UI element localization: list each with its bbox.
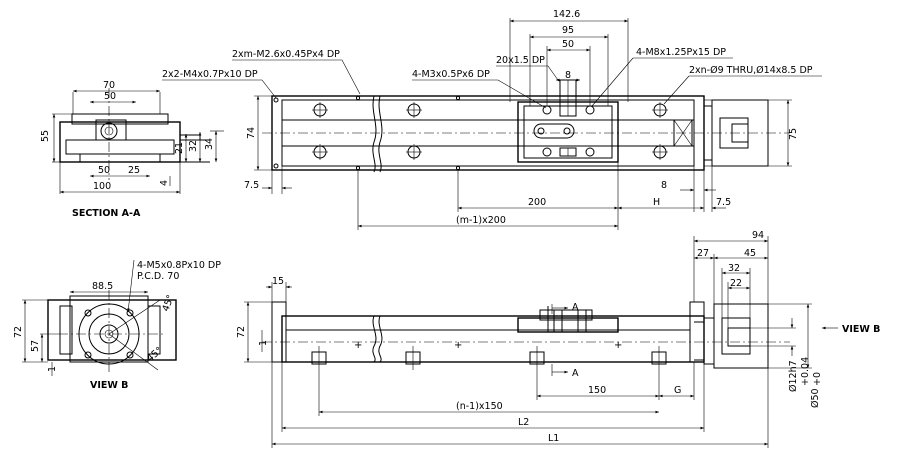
section-aa-dims: 70 50 100 50 25 55 21 32 34 4 — [40, 80, 224, 194]
side-view-dims: 15 72 1 94 27 45 32 22 — [236, 230, 823, 448]
dim-72-side: 72 — [236, 326, 247, 338]
top-view: 142.6 95 50 8 74 75 7.5 — [162, 9, 822, 230]
dim-25: 25 — [128, 165, 140, 176]
dim-22: 22 — [730, 278, 742, 289]
dim-50-bottom: 50 — [98, 165, 110, 176]
dim-55: 55 — [40, 130, 51, 142]
dim-1-side: 1 — [258, 340, 269, 346]
dim-94: 94 — [752, 230, 764, 241]
top-view-carriage — [517, 79, 619, 163]
dim-74: 74 — [246, 127, 257, 139]
dim-7-5-left: 7.5 — [244, 180, 259, 191]
dim-72-left: 72 — [13, 326, 24, 338]
dim-phi50-tol-lower: +0 — [812, 372, 823, 386]
side-view: + + + — [236, 230, 880, 448]
callout-m3: 4-M3x0.5Px6 DP — [412, 69, 490, 80]
dim-L2: L2 — [518, 417, 529, 428]
callout-m4: 2x2-M4x0.7Px10 DP — [162, 69, 258, 80]
dim-150: 150 — [588, 385, 606, 396]
plus-mark-1: + — [354, 340, 362, 351]
dim-21: 21 — [174, 142, 185, 154]
section-aa-view: 70 50 100 50 25 55 21 32 34 4 SECTION A-… — [40, 80, 224, 219]
dim-phi50: Ø50 — [810, 388, 821, 408]
dim-200: 200 — [528, 197, 546, 208]
dim-50-top: 50 — [104, 91, 116, 102]
dim-32-side: 32 — [728, 263, 740, 274]
dim-57: 57 — [30, 340, 41, 352]
dim-70: 70 — [103, 80, 115, 91]
dim-75: 75 — [788, 128, 799, 140]
dim-phi50-tol-upper: +0.04 — [800, 357, 811, 386]
plus-mark-3: + — [614, 340, 622, 351]
dim-4: 4 — [159, 180, 170, 186]
section-mark-a-top: A — [572, 302, 579, 313]
view-b-left: 88.5 72 57 1 45° 45° 4-M5x0.8Px10 DP P.C… — [13, 259, 221, 391]
dim-G: G — [674, 385, 681, 396]
top-view-dims: 142.6 95 50 8 74 75 7.5 — [244, 9, 799, 230]
dim-142-6: 142.6 — [553, 9, 580, 20]
section-aa-caption: SECTION A-A — [72, 208, 141, 219]
dim-34: 34 — [204, 138, 215, 150]
dim-88-5: 88.5 — [92, 281, 113, 292]
top-view-holes — [273, 95, 668, 171]
callout-pcd: P.C.D. 70 — [137, 271, 179, 282]
top-view-motor — [673, 99, 769, 167]
dim-100: 100 — [93, 181, 111, 192]
view-b-left-caption: VIEW B — [90, 380, 128, 391]
callout-20x1-5: 20x1.5 DP — [496, 55, 545, 66]
dim-32: 32 — [188, 140, 199, 152]
dim-45-upper: 45° — [160, 293, 176, 313]
callout-m8: 4-M8x1.25Px15 DP — [636, 47, 726, 58]
callout-phi9-thru: 2xn-Ø9 THRU,Ø14x8.5 DP — [689, 65, 813, 76]
dim-1-left: 1 — [47, 366, 58, 372]
section-mark-a-bottom: A — [572, 368, 579, 379]
callout-m2-6: 2xm-M2.6x0.45Px4 DP — [232, 49, 340, 60]
dim-95: 95 — [562, 25, 574, 36]
view-b-motor-flange — [47, 290, 177, 372]
dim-45-side: 45 — [744, 248, 756, 259]
dim-50-top-view: 50 — [562, 39, 574, 50]
dim-phi12: Ø12h7 — [788, 360, 799, 392]
top-view-leaders — [162, 57, 822, 109]
side-view-feet — [311, 346, 667, 370]
plus-mark-2: + — [454, 340, 462, 351]
section-marks: A A — [551, 302, 579, 379]
dim-L1: L1 — [548, 433, 559, 444]
dim-27: 27 — [697, 248, 709, 259]
top-view-base — [262, 95, 790, 173]
callout-m5: 4-M5x0.8Px10 DP — [137, 260, 221, 271]
dim-15: 15 — [272, 276, 284, 287]
dim-8-bottom: 8 — [661, 180, 667, 191]
side-view-motor — [694, 303, 769, 369]
dim-m-200: (m-1)x200 — [456, 215, 506, 226]
dim-H: H — [653, 197, 660, 208]
side-view-carriage — [517, 306, 619, 333]
dim-8-top: 8 — [565, 70, 571, 81]
dim-n-150: (n-1)x150 — [456, 401, 503, 412]
dim-7-5-right: 7.5 — [716, 197, 731, 208]
view-b-right-label: VIEW B — [842, 324, 880, 335]
